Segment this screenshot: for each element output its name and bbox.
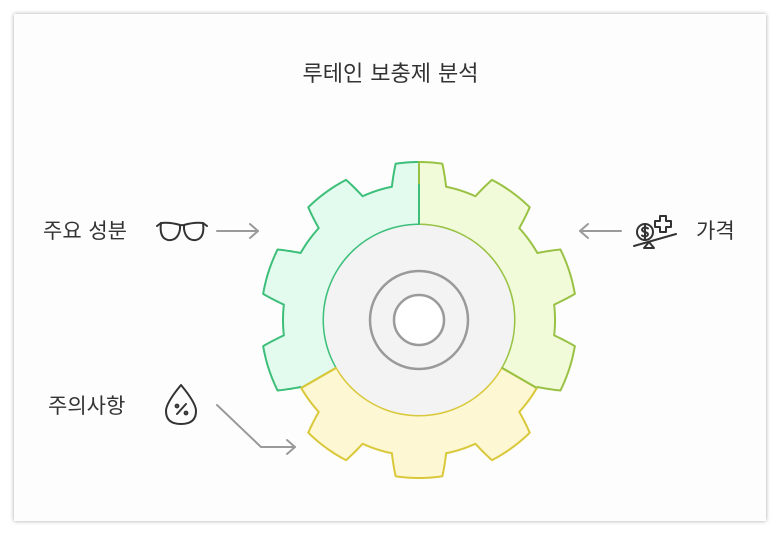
glasses-icon [156, 221, 208, 242]
diagram-title: 루테인 보충제 분석 [302, 62, 479, 87]
gear-hub-ring [368, 269, 470, 371]
arrow-caution [216, 404, 296, 455]
label-ingredients: 주요 성분 [43, 219, 127, 243]
price-scale-icon [633, 215, 677, 249]
segment-divider-right [500, 366, 538, 389]
gear-hub-hole [392, 293, 446, 347]
segment-divider-left [300, 366, 338, 389]
arrow-price [579, 223, 622, 239]
label-caution: 주의사항 [48, 394, 126, 418]
arrow-ingredients [216, 223, 259, 239]
percent-drop-icon [165, 384, 197, 425]
label-price: 가격 [696, 219, 735, 243]
gear-segment-price [418, 161, 576, 392]
gear-segment-ingredients [262, 161, 420, 392]
